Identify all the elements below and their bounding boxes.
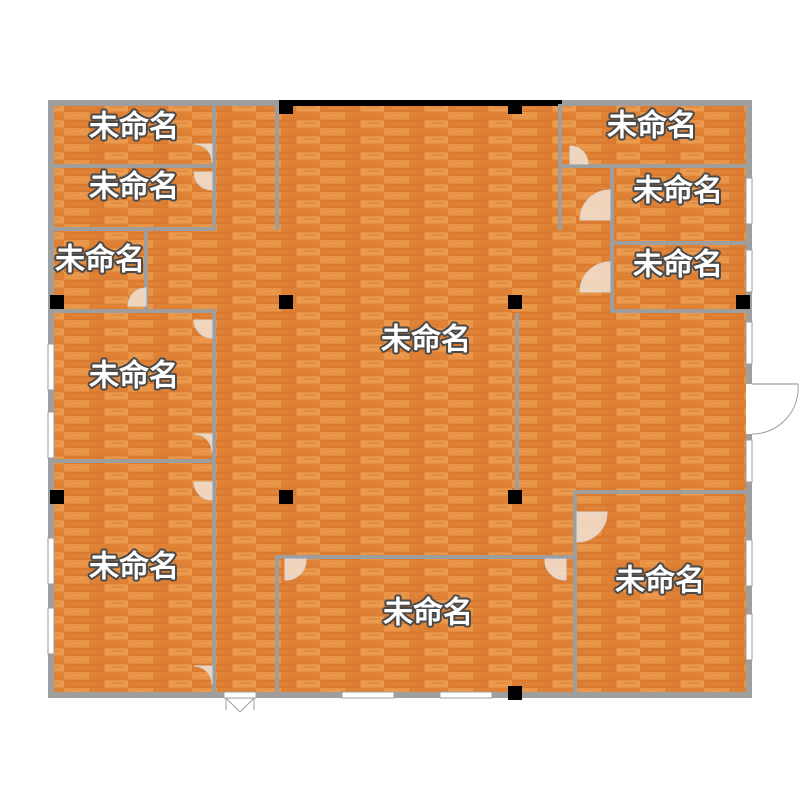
room-label-main-hall: 未命名 — [381, 323, 471, 358]
floor-area — [52, 104, 748, 696]
door-arcs — [127, 143, 611, 685]
room-label-left-3: 未命名 — [55, 243, 145, 278]
top-black-wall — [286, 100, 562, 106]
room-label-top-right-1: 未命名 — [607, 109, 697, 144]
exterior-door-bottom — [223, 691, 257, 713]
interior-walls — [52, 104, 748, 694]
room-label-bottom-right: 未命名 — [615, 564, 705, 599]
room-label-top-right-2: 未命名 — [633, 174, 723, 209]
room-label-bottom-center: 未命名 — [383, 596, 473, 631]
room-label-top-right-3: 未命名 — [633, 248, 723, 283]
room-label-top-left-2: 未命名 — [89, 170, 179, 205]
room-label-left-4: 未命名 — [89, 359, 179, 394]
exterior-door-right — [746, 383, 799, 435]
room-label-bottom-left: 未命名 — [89, 550, 179, 585]
windows — [47, 177, 753, 699]
room-labels: 未命名 未命名 未命名 未命名 未命名 未命名 未命名 未命名 未命名 未命名 … — [53, 107, 725, 633]
room-label-top-left-1: 未命名 — [89, 110, 179, 145]
structural-columns — [50, 100, 750, 700]
